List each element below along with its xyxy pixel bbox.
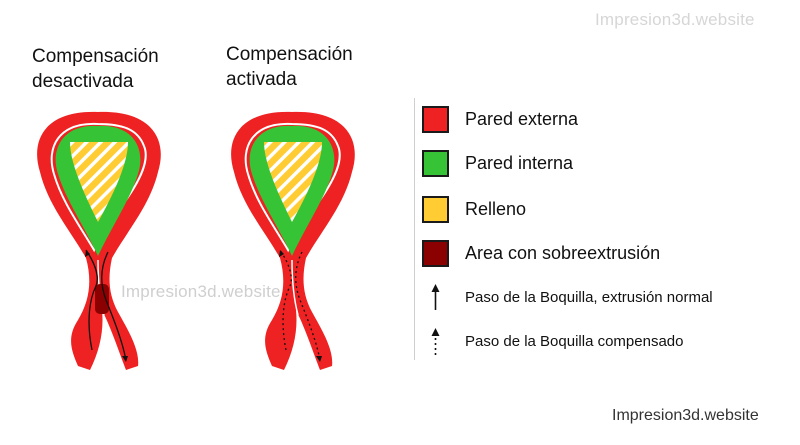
site-label: Impresion3d.website — [612, 407, 759, 424]
title-compensation-on: Compensación activada — [226, 44, 353, 90]
legend-item-overextrusion: Area con sobreextrusión — [422, 240, 660, 267]
shape-compensation-off — [37, 111, 161, 371]
legend-item-inner-wall: Pared interna — [422, 150, 573, 177]
overextrusion-area-left — [95, 284, 109, 314]
center-divider-right — [291, 259, 299, 316]
legend-label-compensated-path: Paso de la Boquilla compensado — [465, 332, 684, 350]
nozzle-path-arrow-left-up — [85, 249, 98, 351]
title-compensation-off: Compensación desactivada — [32, 46, 159, 92]
watermark-middle: Impresion3d.website — [121, 282, 281, 301]
red-swatch — [422, 106, 449, 133]
legend-item-infill: Relleno — [422, 196, 526, 223]
legend-item-outer-wall: Pared externa — [422, 106, 578, 133]
infill-right — [264, 142, 322, 222]
legend-label-inner-wall: Pared interna — [465, 153, 574, 173]
watermark-top: Impresion3d.website — [595, 10, 755, 29]
legend-label-outer-wall: Pared externa — [465, 109, 579, 129]
dotted-arrow-icon — [431, 328, 440, 355]
green-swatch — [422, 150, 449, 177]
nozzle-path-arrow-left-down — [101, 251, 127, 361]
legend-divider — [414, 98, 415, 360]
nozzle-path-arrow-right-up — [279, 249, 292, 351]
dark-red-swatch — [422, 240, 449, 267]
infill-left — [70, 142, 128, 222]
legend-label-normal-path: Paso de la Boquilla, extrusión normal — [465, 288, 713, 306]
legend-label-overextrusion: Area con sobreextrusión — [465, 243, 661, 263]
yellow-swatch — [422, 196, 449, 223]
legend-label-infill: Relleno — [465, 199, 527, 219]
legend-item-normal-path: Paso de la Boquilla, extrusión normal — [422, 282, 713, 312]
legend-item-compensated-path: Paso de la Boquilla compensado — [422, 326, 683, 356]
solid-arrow-icon — [431, 284, 440, 310]
shape-compensation-on — [231, 111, 355, 371]
